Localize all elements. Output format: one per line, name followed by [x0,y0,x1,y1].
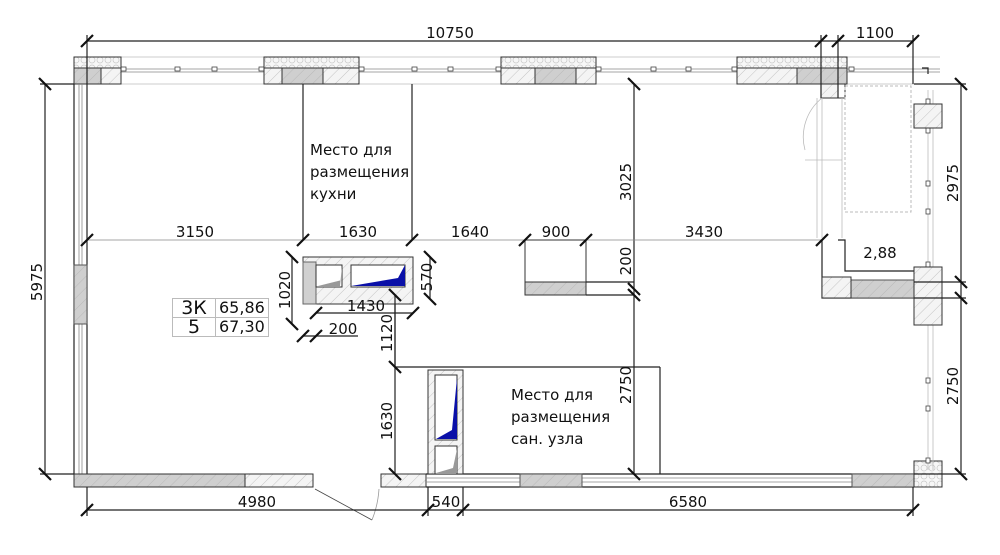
svg-text:2750: 2750 [944,367,962,405]
svg-text:570: 570 [418,263,436,292]
svg-text:3430: 3430 [685,223,723,241]
interior-partitions [87,84,822,474]
svg-text:200: 200 [329,320,358,338]
left-facade-wall [73,84,88,474]
svg-text:5975: 5975 [28,263,46,301]
svg-text:900: 900 [542,223,571,241]
svg-text:10750: 10750 [426,24,474,42]
svg-text:4980: 4980 [238,493,276,511]
svg-text:3150: 3150 [176,223,214,241]
svg-text:1020: 1020 [276,271,294,309]
floor-number: 5 [172,317,216,337]
balcony-area: 2,88 [863,244,896,262]
svg-text:кухни: кухни [310,185,356,203]
svg-text:размещения: размещения [511,408,610,426]
svg-text:1120: 1120 [378,314,396,352]
svg-text:Место для: Место для [511,386,593,404]
svg-text:2975: 2975 [944,164,962,202]
svg-text:Место для: Место для [310,141,392,159]
bottom-facade-wall [73,460,943,521]
svg-text:1640: 1640 [451,223,489,241]
svg-text:сан. узла: сан. узла [511,430,583,448]
ventilation-duct-blue [351,265,405,286]
svg-text:1430: 1430 [347,297,385,315]
svg-text:1630: 1630 [339,223,377,241]
svg-text:1630: 1630 [378,402,396,440]
svg-text:200: 200 [617,247,635,276]
top-facade-wall [73,56,940,99]
svg-text:2750: 2750 [617,366,635,404]
balcony: 2,88 [802,85,943,470]
apartment-info-table: 3К 65,86 5 67,30 [172,298,269,337]
dimension-lines: 10750 1100 5975 2975 2750 3150 1630 1640… [28,24,968,517]
apartment-type: 3К [172,298,216,318]
bathroom-label: Место для размещения сан. узла [511,386,610,448]
total-area: 67,30 [215,317,269,337]
svg-text:1100: 1100 [856,24,894,42]
ventilation-shaft-kitchen [302,256,414,305]
svg-text:6580: 6580 [669,493,707,511]
svg-text:размещения: размещения [310,163,409,181]
kitchen-label: Место для размещения кухни [310,141,409,203]
entrance-door [314,488,373,521]
living-area: 65,86 [215,298,269,318]
svg-text:540: 540 [432,493,461,511]
ventilation-shaft-bath [427,369,464,475]
svg-text:3025: 3025 [617,163,635,201]
